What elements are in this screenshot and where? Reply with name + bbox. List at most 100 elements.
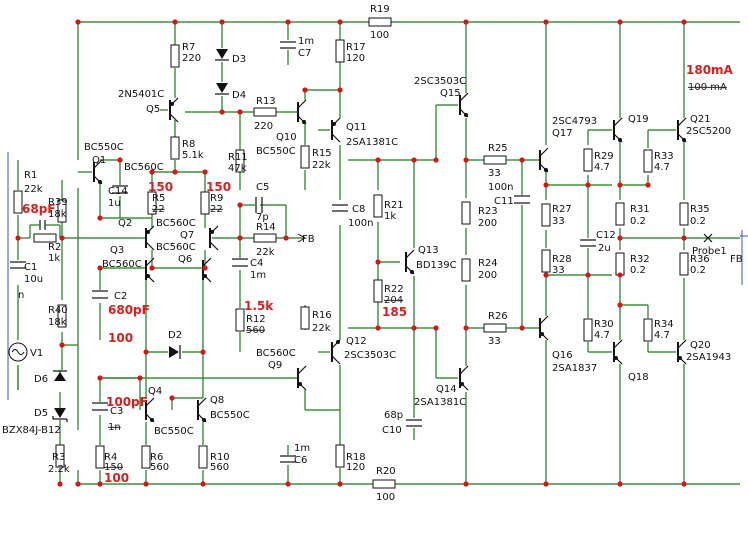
q5-part: 2N5401C xyxy=(118,89,164,100)
diode-d2[interactable] xyxy=(169,345,181,359)
r34-value: 4.7 xyxy=(654,330,670,341)
transistor-q7[interactable] xyxy=(209,225,219,251)
q5-ref: Q5 xyxy=(146,104,160,115)
resistor-r13[interactable] xyxy=(253,107,277,117)
transistor-q5[interactable] xyxy=(169,97,179,123)
resistor-r29[interactable] xyxy=(583,148,593,172)
resistor-r39[interactable] xyxy=(57,199,67,223)
diode-d5[interactable] xyxy=(52,408,68,422)
capacitor-c6[interactable] xyxy=(280,455,296,463)
junction-dot xyxy=(149,265,155,271)
resistor-r10[interactable] xyxy=(198,445,208,469)
transistor-q1[interactable] xyxy=(93,159,103,185)
junction-dot xyxy=(463,481,469,487)
resistor-r17[interactable] xyxy=(335,39,345,63)
capacitor-c4[interactable] xyxy=(232,258,248,267)
transistor-q16[interactable] xyxy=(539,315,549,341)
resistor-r32[interactable] xyxy=(615,252,625,276)
capacitor-c8[interactable] xyxy=(332,204,348,212)
resistor-r1[interactable] xyxy=(13,190,23,214)
r3-value: 2.2k xyxy=(48,464,70,475)
resistor-r31[interactable] xyxy=(615,202,625,226)
capacitor-c14[interactable] xyxy=(112,185,128,194)
resistor-r8[interactable] xyxy=(170,136,180,160)
r19-ref: R19 xyxy=(370,4,390,15)
junction-dot xyxy=(617,182,623,188)
resistor-r2[interactable] xyxy=(33,233,57,243)
capacitor-c10[interactable] xyxy=(406,419,422,427)
c2-ref: C2 xyxy=(114,291,127,302)
transistor-q15[interactable] xyxy=(459,92,469,118)
junction-dot xyxy=(202,169,208,175)
probe-label: Probe1 xyxy=(692,246,727,257)
transistor-q17[interactable] xyxy=(539,147,549,173)
transistor-q10[interactable] xyxy=(297,99,307,125)
transistor-q14[interactable] xyxy=(459,365,469,391)
resistor-r22[interactable] xyxy=(373,279,383,303)
transistor-q21[interactable] xyxy=(677,117,687,143)
capacitor-c1[interactable] xyxy=(10,261,26,269)
resistor-r5[interactable] xyxy=(147,191,157,215)
resistor-r15[interactable] xyxy=(300,145,310,169)
voltage-source-v1[interactable] xyxy=(8,342,28,362)
transistor-q18[interactable] xyxy=(613,339,623,365)
resistor-r19[interactable] xyxy=(368,17,392,27)
resistor-r26[interactable] xyxy=(483,323,507,333)
transistor-q6[interactable] xyxy=(202,257,212,283)
capacitor-c2[interactable] xyxy=(92,290,108,299)
diode-d3[interactable] xyxy=(215,49,229,61)
resistor-r34[interactable] xyxy=(643,318,653,342)
junction-dot xyxy=(169,395,175,401)
junction-dot xyxy=(543,481,549,487)
resistor-r6[interactable] xyxy=(141,445,151,469)
transistor-q8[interactable] xyxy=(197,397,207,423)
transistor-q13[interactable] xyxy=(405,249,415,275)
resistor-r25[interactable] xyxy=(483,155,507,165)
resistor-r24[interactable] xyxy=(461,258,471,282)
transistor-q9[interactable] xyxy=(297,365,307,391)
resistor-r23[interactable] xyxy=(461,201,471,225)
junction-dot xyxy=(463,19,469,25)
c12-ref: C12 xyxy=(596,230,616,241)
junction-dot xyxy=(681,481,687,487)
resistor-r30[interactable] xyxy=(583,318,593,342)
resistor-r33[interactable] xyxy=(643,149,653,173)
junction-dot xyxy=(97,481,103,487)
diode-d4[interactable] xyxy=(215,83,229,95)
resistor-r35[interactable] xyxy=(679,202,689,226)
resistor-r21[interactable] xyxy=(373,194,383,218)
q14-ref: Q14 xyxy=(436,384,457,395)
resistor-r7[interactable] xyxy=(170,44,180,68)
capacitor-c5[interactable] xyxy=(255,197,263,213)
transistor-q19[interactable] xyxy=(613,117,623,143)
resistor-r20[interactable] xyxy=(372,479,396,489)
q21-part: 2SC5200 xyxy=(686,126,731,137)
transistor-q2[interactable] xyxy=(145,225,155,251)
resistor-r11[interactable] xyxy=(235,149,245,173)
resistor-r27[interactable] xyxy=(541,203,551,227)
capacitor-c11[interactable] xyxy=(514,195,530,204)
transistor-q12[interactable] xyxy=(331,339,341,365)
r12-old-value: 560 xyxy=(246,325,265,336)
resistor-r4[interactable] xyxy=(95,445,105,469)
transistor-q3[interactable] xyxy=(145,257,155,283)
c11-ref: C11 xyxy=(494,196,514,207)
capacitor-c3[interactable] xyxy=(92,402,108,411)
transistor-q11[interactable] xyxy=(331,117,341,143)
r40-ref: R40 xyxy=(48,305,68,316)
resistor-r14[interactable] xyxy=(253,233,277,243)
transistor-q20[interactable] xyxy=(677,339,687,365)
resistor-r36[interactable] xyxy=(679,252,689,276)
resistor-r40[interactable] xyxy=(57,304,67,328)
capacitor-c7[interactable] xyxy=(280,41,296,49)
resistor-r16[interactable] xyxy=(300,306,310,330)
resistor-r28[interactable] xyxy=(541,249,551,273)
diode-d6[interactable] xyxy=(53,370,67,381)
transistor-q4[interactable] xyxy=(145,397,155,423)
resistor-r18[interactable] xyxy=(335,444,345,468)
resistor-r9[interactable] xyxy=(200,191,210,215)
capacitor-c12[interactable] xyxy=(580,239,596,247)
resistor-r12[interactable] xyxy=(235,308,245,332)
resistor-r3[interactable] xyxy=(55,444,65,468)
probe-marker[interactable] xyxy=(703,233,713,243)
